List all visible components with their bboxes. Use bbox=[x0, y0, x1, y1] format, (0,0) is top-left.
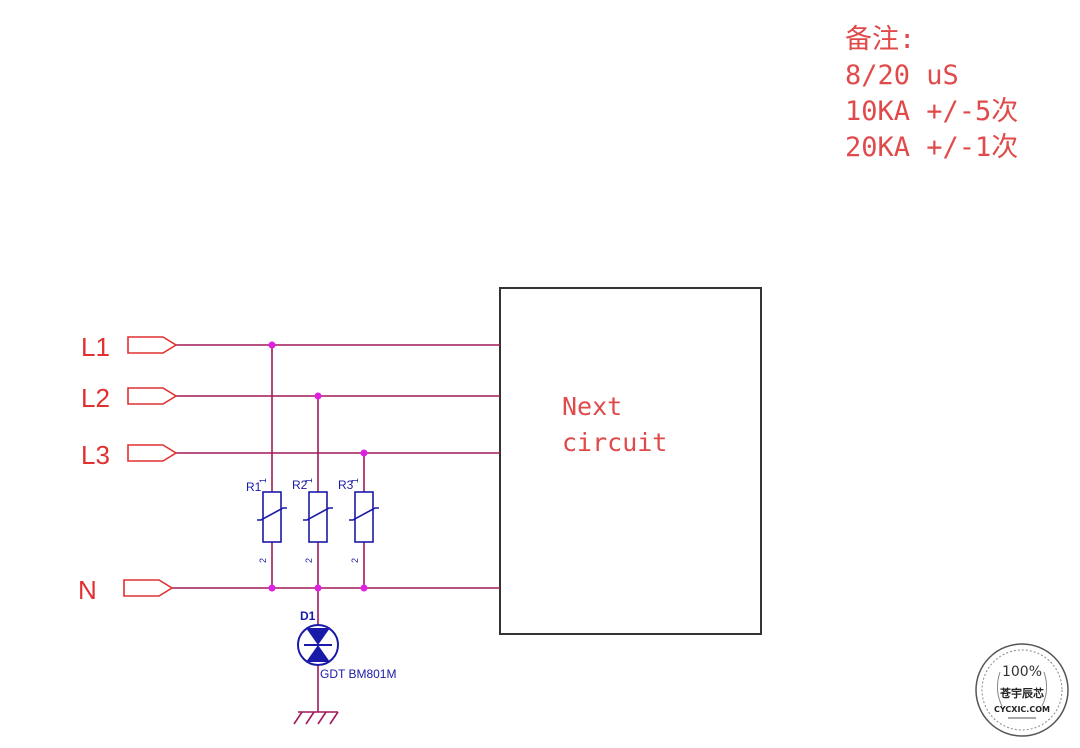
varistor-r3: R3 1 2 bbox=[338, 478, 379, 563]
note-line: 20KA +/-1次 bbox=[845, 132, 1019, 163]
port-l2-symbol bbox=[127, 387, 178, 405]
junction-dot bbox=[360, 584, 368, 592]
varistor-r1: R1 1 2 bbox=[246, 478, 287, 563]
port-n-symbol bbox=[123, 579, 174, 597]
gdt-d1: D1 GDT BM801M bbox=[297, 609, 396, 681]
junction-dot bbox=[314, 392, 322, 400]
varistor-r2-ref: R2 bbox=[292, 478, 308, 492]
varistor-r1-pin1: 1 bbox=[258, 478, 268, 483]
stamp-laurel-left bbox=[996, 671, 1003, 707]
gdt-d1-value: GDT BM801M bbox=[320, 667, 396, 681]
wires bbox=[172, 344, 500, 712]
port-l3-label: L3 bbox=[81, 440, 110, 470]
next-circuit-block bbox=[499, 287, 762, 635]
port-n-label: N bbox=[78, 575, 97, 605]
stamp-site: CYCXIC.COM bbox=[994, 705, 1050, 714]
block-label-line1: Next bbox=[562, 392, 622, 421]
varistor-r1-body bbox=[262, 491, 282, 543]
ports bbox=[123, 336, 178, 597]
stamp-outer-ring bbox=[975, 643, 1069, 737]
junction-dot bbox=[268, 341, 276, 349]
stamp-name: 苍宇辰芯 bbox=[999, 686, 1044, 700]
varistor-r3-pin2: 2 bbox=[350, 558, 360, 563]
junctions bbox=[268, 341, 368, 592]
notes-title: 备注: bbox=[845, 24, 916, 55]
stamp-laurel-right bbox=[1041, 671, 1048, 707]
note-line: 8/20 uS bbox=[845, 60, 959, 91]
varistor-r3-slash bbox=[349, 507, 379, 521]
junction-dot bbox=[314, 584, 322, 592]
varistor-r2-pin2: 2 bbox=[304, 558, 314, 563]
varistor-r2-body bbox=[308, 491, 328, 543]
ground-icon bbox=[293, 711, 339, 725]
varistor-r3-pin1: 1 bbox=[350, 478, 360, 483]
block-label-line2: circuit bbox=[562, 428, 667, 457]
varistor-r2-pin1: 1 bbox=[304, 478, 314, 483]
varistor-r1-pin2: 2 bbox=[258, 558, 268, 563]
port-l2-label: L2 bbox=[81, 383, 110, 413]
port-l1-label: L1 bbox=[81, 332, 110, 362]
varistor-r1-ref: R1 bbox=[246, 480, 262, 494]
varistor-r3-ref: R3 bbox=[338, 478, 354, 492]
gdt-d1-lower-triangle bbox=[306, 645, 330, 662]
watermark-stamp: 100% 苍宇辰芯 CYCXIC.COM bbox=[975, 643, 1069, 737]
junction-dot bbox=[268, 584, 276, 592]
port-l1-symbol bbox=[127, 336, 178, 354]
stamp-percent: 100% bbox=[1002, 664, 1042, 680]
port-l3-symbol bbox=[127, 444, 178, 462]
varistor-r2-slash bbox=[303, 507, 333, 521]
note-line: 10KA +/-5次 bbox=[845, 96, 1019, 127]
varistor-r2: R2 1 2 bbox=[292, 478, 333, 563]
varistor-r1-slash bbox=[257, 507, 287, 521]
stamp-inner-ring bbox=[981, 649, 1063, 731]
notes-panel: 备注: 8/20 uS 10KA +/-5次 20KA +/-1次 bbox=[845, 22, 1018, 166]
gdt-d1-ref: D1 bbox=[300, 609, 316, 623]
junction-dot bbox=[360, 449, 368, 457]
varistor-r3-body bbox=[354, 491, 374, 543]
gdt-d1-upper-triangle bbox=[306, 628, 330, 645]
